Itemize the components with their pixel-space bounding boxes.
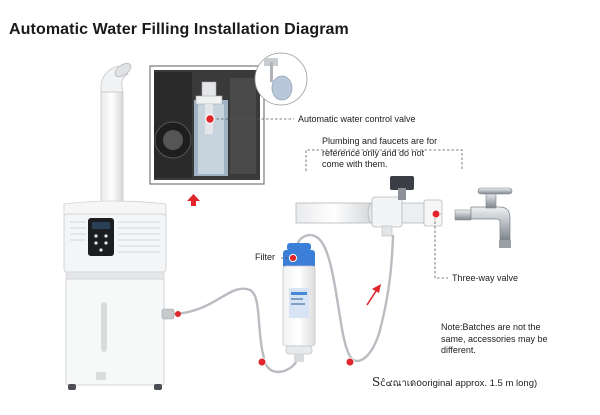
hose-note-prefix: S (372, 375, 381, 389)
three-way-valve-label: Three-way valve (452, 273, 519, 283)
hose-length-note: Sĉ๔ณาเดooriginal approx. 1.5 m long) (372, 375, 538, 390)
batch-note-line: same, accessories may be (441, 333, 548, 344)
valve-label: Automatic water control valve (298, 114, 416, 124)
hose-marker-dot-left (257, 357, 267, 367)
batch-note: Note:Batches are not the same, accessori… (441, 322, 548, 357)
faucet (454, 187, 513, 248)
hose-note-garbled: ĉ๔ณาเดo (380, 378, 423, 389)
wall-pipe (295, 202, 377, 224)
inlet-marker-dot (175, 311, 181, 317)
water-filter (282, 243, 316, 362)
valve-closeup-inset (149, 65, 265, 185)
flow-arrow-icon (366, 284, 381, 306)
three-way-valve-fitting (371, 176, 443, 237)
plumbing-note-line: Plumbing and faucets are for (322, 136, 438, 146)
plumbing-note-line: reference only and do not (322, 147, 425, 158)
up-arrow-icon (187, 194, 200, 206)
valve-marker-dot (205, 114, 215, 124)
hose-marker-dot-right (345, 357, 355, 367)
float-valve-callout (254, 52, 308, 106)
hose-note-text: original approx. 1.5 m long) (422, 378, 538, 389)
batch-note-line: different. (441, 345, 476, 355)
water-hose (172, 234, 395, 373)
filter-marker-dot (288, 253, 298, 263)
plumbing-note: Plumbing and faucets are for reference o… (322, 136, 437, 171)
humidifier-machine (63, 63, 175, 390)
page-title: Automatic Water Filling Installation Dia… (9, 21, 349, 38)
plumbing-note-line: come with them. (322, 159, 388, 169)
batch-note-line: Note:Batches are not the (441, 322, 541, 332)
three-way-valve-marker-dot (431, 209, 441, 219)
filter-label: Filter (255, 252, 275, 262)
